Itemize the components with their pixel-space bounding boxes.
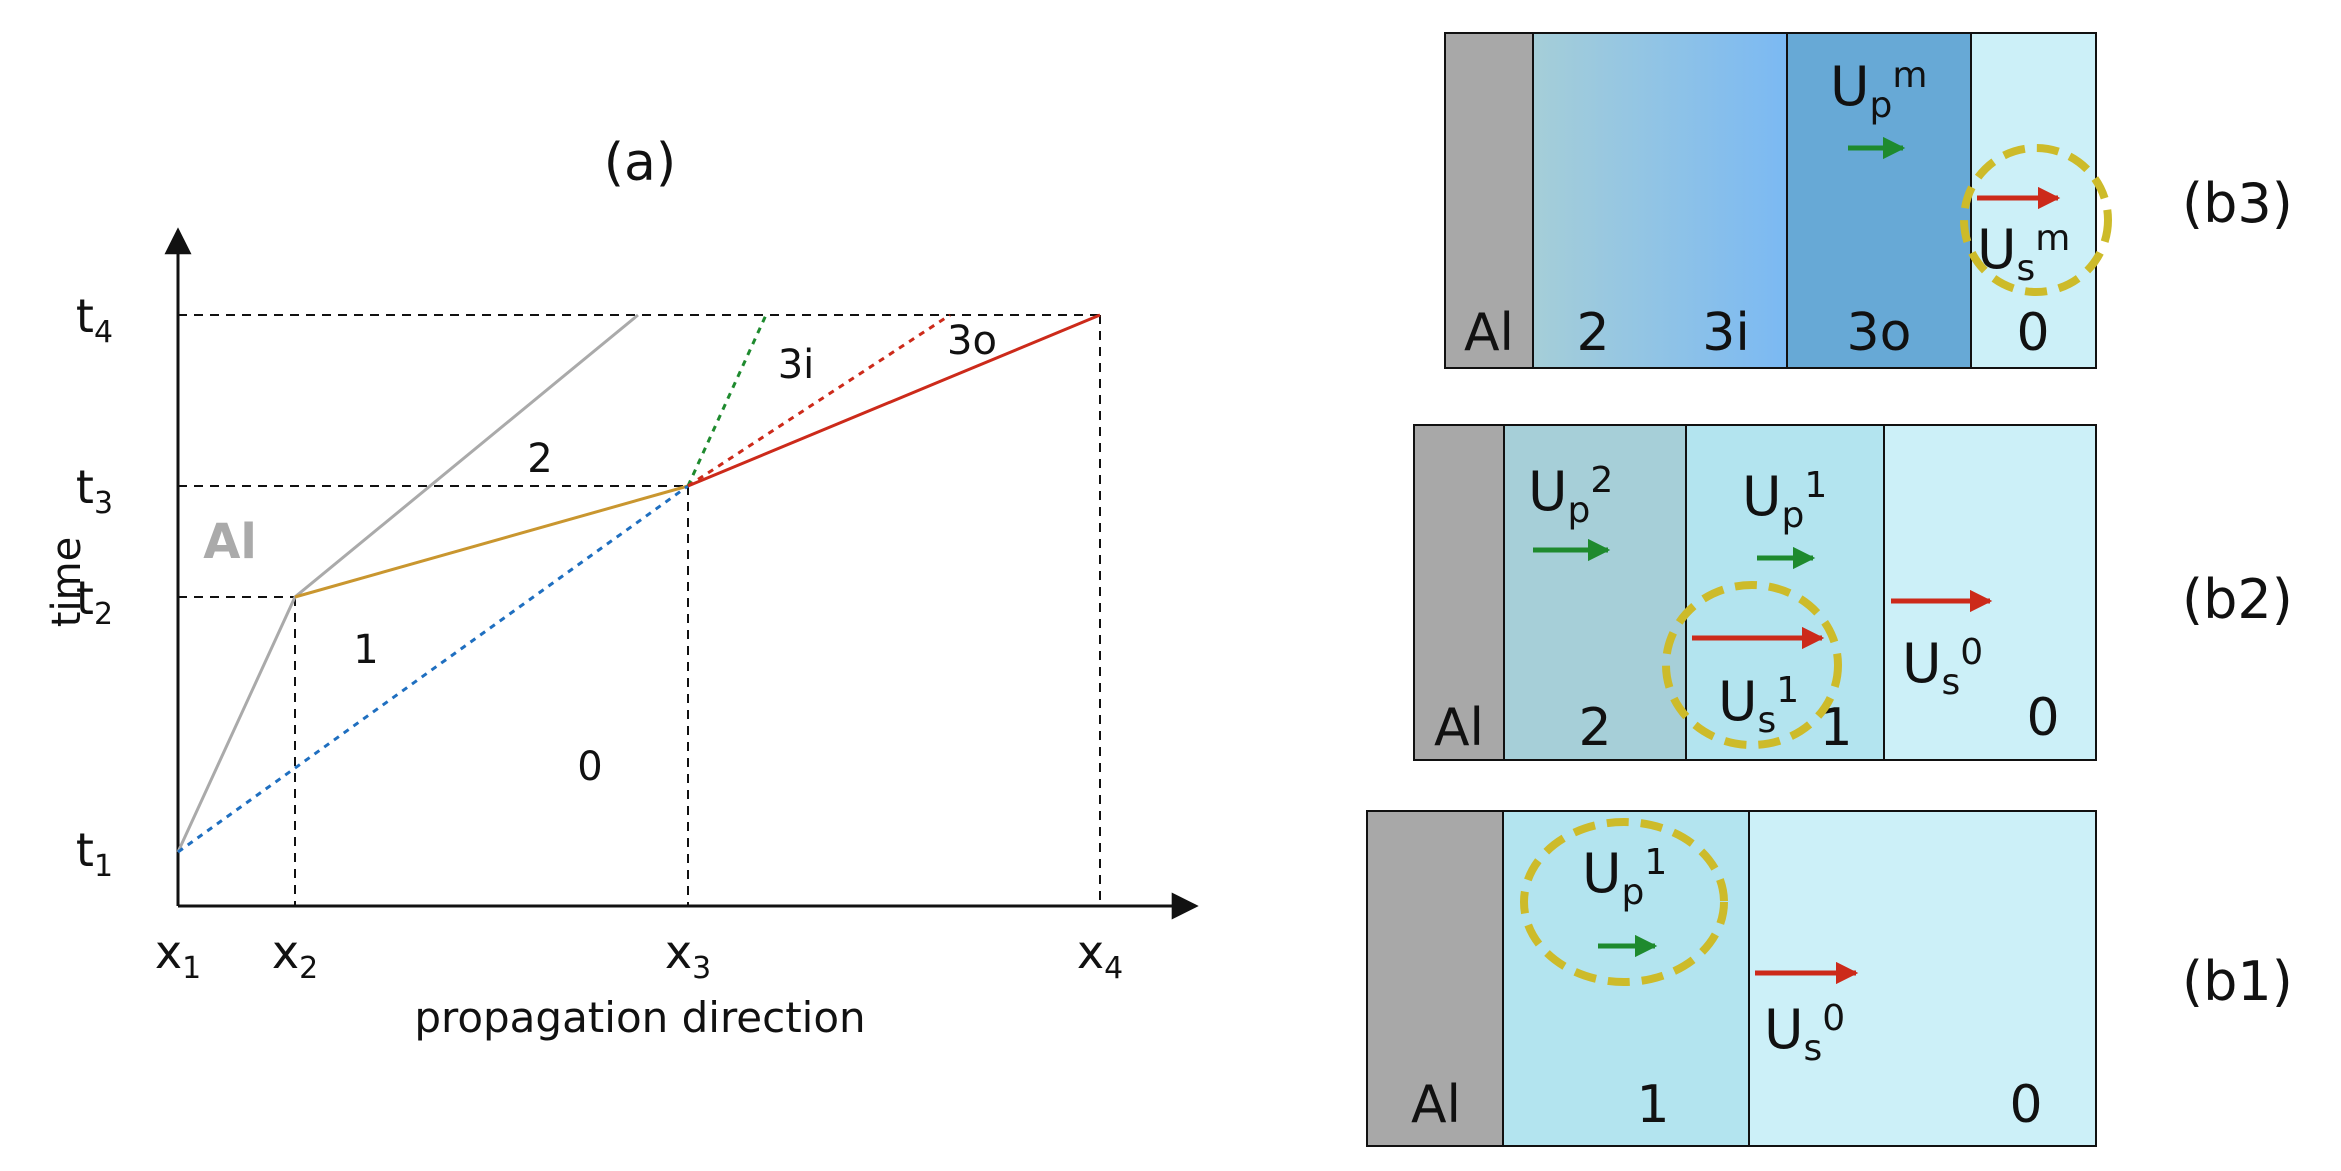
b3-layer-3o-label: 3o (1847, 303, 1912, 363)
b2-al-label: Al (1434, 698, 1484, 758)
panel-b2: Al 2 1 0 Up2 Up1 Us1 Us0 (b2) (1413, 424, 2293, 761)
region-1-label: 1 (353, 627, 378, 673)
outer-interface-line (687, 313, 951, 488)
region-3i-label: 3i (778, 342, 815, 388)
tick-t3: t3 (76, 460, 113, 521)
tick-t1: t1 (76, 823, 113, 884)
b3-layer-3i-label: 3i (1702, 303, 1750, 363)
b1-layer-0 (1748, 810, 2097, 1147)
b3-layer-0-label: 0 (2016, 303, 2049, 363)
b1-layer-0-label: 0 (2009, 1075, 2042, 1135)
tick-t2: t2 (76, 571, 113, 632)
region-0-label: 0 (577, 744, 602, 790)
al-interface-line (176, 313, 639, 853)
b2-tag: (b2) (2182, 568, 2293, 631)
guide-lines (178, 314, 1101, 906)
b2-shock-velocity-1-label: Us1 (1718, 670, 1799, 741)
tick-x1: x1 (155, 925, 201, 986)
b2-layer-2-label: 2 (1578, 698, 1611, 758)
y-axis-label: time (44, 537, 90, 627)
b3-layer-2-label: 2 (1576, 303, 1609, 363)
initial-shock-line (177, 484, 689, 854)
b2-shock-velocity-0-label: Us0 (1902, 632, 1983, 703)
region-3o-label: 3o (947, 318, 997, 364)
b1-layer-1-label: 1 (1636, 1075, 1669, 1135)
tick-x2: x2 (272, 925, 318, 986)
b1-particle-velocity-label: Up1 (1582, 842, 1667, 913)
b3-highlight-circle (1960, 144, 2112, 296)
b1-tag: (b1) (2182, 950, 2293, 1013)
tick-x3: x3 (665, 925, 711, 986)
x-axis-label: propagation direction (414, 993, 865, 1042)
b1-al-label: Al (1411, 1075, 1461, 1135)
b3-layer-2-3i (1532, 32, 1788, 369)
panel-a: (a) time t4 t3 t2 t1 x1 x2 x3 x4 (44, 133, 1199, 1042)
b2-layer-2 (1503, 424, 1687, 761)
tick-x4: x4 (1077, 925, 1123, 986)
b3-particle-velocity-label: Upm (1830, 55, 1927, 126)
inner-interface-line (686, 314, 768, 487)
transmitted-shock-line (687, 313, 1101, 488)
tick-t4: t4 (76, 289, 113, 350)
b1-shock-velocity-label: Us0 (1764, 998, 1845, 1069)
b2-particle-velocity-1-label: Up1 (1742, 465, 1827, 536)
b2-highlight-circle (1662, 581, 1842, 749)
b3-al-label: Al (1464, 303, 1514, 363)
b2-particle-velocity-2-label: Up2 (1528, 460, 1613, 531)
panel-b1: Al 1 0 Up1 Us0 (b1) (1366, 810, 2293, 1147)
b1-al-layer (1366, 810, 1504, 1147)
b2-layer-0-label: 0 (2026, 688, 2059, 748)
b3-layer-3o (1786, 32, 1972, 369)
al-region-label: Al (203, 514, 257, 570)
panel-a-title: (a) (604, 133, 676, 193)
panel-b3: Al 2 3i 3o 0 Upm Usm (b3) (1444, 32, 2293, 369)
b2-layer-0 (1883, 424, 2097, 761)
b3-tag: (b3) (2182, 172, 2293, 235)
region-2-label: 2 (527, 436, 552, 482)
b1-highlight-circle (1520, 818, 1728, 986)
b2-al-layer (1413, 424, 1505, 761)
reflected-wave-line (294, 484, 689, 599)
